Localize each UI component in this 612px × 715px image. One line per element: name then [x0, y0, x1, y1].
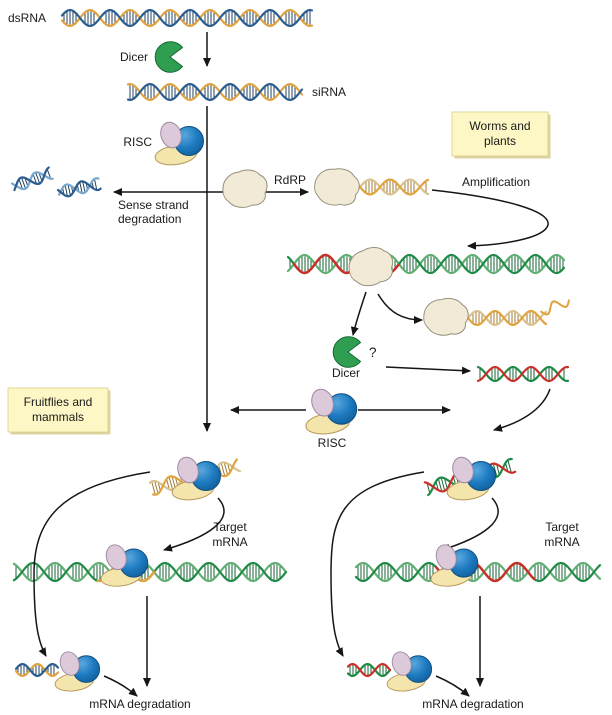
arrow-right-loading-to-mrna: [441, 497, 499, 552]
dicer-label-top: Dicer: [120, 50, 148, 64]
rdrp-icon-secondary: [421, 295, 471, 339]
risc-icon-right-released: [385, 648, 433, 694]
risc-icon-left-released: [53, 648, 101, 694]
dsrna-label: dsRNA: [8, 11, 46, 25]
risc-complex-icon-mid: [304, 385, 358, 438]
left-cleaved-fragment: [14, 662, 60, 678]
strands-layer: [10, 8, 602, 678]
fruitflies-label-line1: Fruitflies and: [24, 395, 93, 409]
arrow-dicer-to-sirna: [385, 366, 471, 375]
worms-plants-label-line1: Worms and: [469, 119, 530, 133]
target-mrna-right-label-line1: Target: [545, 520, 579, 534]
arrow-left-loading-to-mrna: [163, 497, 225, 552]
arrow-left-recycle: [33, 471, 151, 657]
arrow-sirna-to-risc-right: [493, 388, 551, 432]
rdrp-icon: [222, 169, 268, 208]
secondary-sirna-helix: [466, 310, 548, 326]
worms-plants-label-line2: plants: [484, 134, 516, 148]
right-cleaved-fragment: [346, 662, 392, 678]
sirna-label: siRNA: [312, 85, 346, 99]
rdrp-label: RdRP: [274, 173, 306, 187]
mrna-degradation-left-label: mRNA degradation: [89, 697, 190, 711]
target-mrna-left-label-line1: Target: [213, 520, 247, 534]
amplified-tail-strand: [540, 299, 570, 316]
risc-icon-right-bound: [429, 541, 479, 590]
rdrp-icon-on-sirna: [310, 163, 363, 211]
labels-layer: dsRNA Dicer siRNA RISC RdRP Worms and pl…: [7, 11, 580, 711]
new-dsrna-helix: [286, 253, 566, 275]
arrow-to-secondary-sirna: [377, 293, 423, 324]
risc-label-top: RISC: [123, 135, 152, 149]
icons-layer: [53, 41, 496, 694]
target-mrna-left-helix: [12, 561, 288, 583]
dicer-question-mark: ?: [369, 345, 377, 360]
dicer-label-mid: Dicer: [332, 366, 360, 380]
amplification-label: Amplification: [462, 175, 530, 189]
mrna-degradation-right-label: mRNA degradation: [422, 697, 523, 711]
sense-degradation-label-line2: degradation: [118, 212, 181, 226]
arrow-right-recycle: [330, 471, 425, 657]
dicer-icon-mid: [332, 336, 361, 368]
dsrna-helix: [60, 8, 314, 28]
worms-plants-box: [451, 111, 549, 157]
arrow-amplification-cycle: [431, 189, 549, 250]
risc-label-mid: RISC: [318, 436, 347, 450]
fruitflies-box: [7, 387, 109, 433]
dicer-icon-top: [154, 41, 183, 73]
risc-complex-icon-top: [153, 119, 204, 168]
arrow-to-dicer: [350, 291, 367, 336]
rdrp-icon-on-dsrna: [346, 244, 397, 289]
target-mrna-left-label-line2: mRNA: [212, 535, 247, 549]
fruitflies-label-line2: mammals: [32, 410, 84, 424]
sense-fragment-2: [56, 177, 102, 198]
target-mrna-right-label-line2: mRNA: [544, 535, 579, 549]
sense-degradation-label-line1: Sense strand: [118, 198, 189, 212]
arrow-right-release: [435, 675, 470, 697]
arrow-left-release: [103, 675, 138, 697]
sense-fragment-1: [10, 166, 54, 192]
sirna-helix: [126, 82, 304, 102]
diced-sirna-helix: [476, 366, 570, 382]
